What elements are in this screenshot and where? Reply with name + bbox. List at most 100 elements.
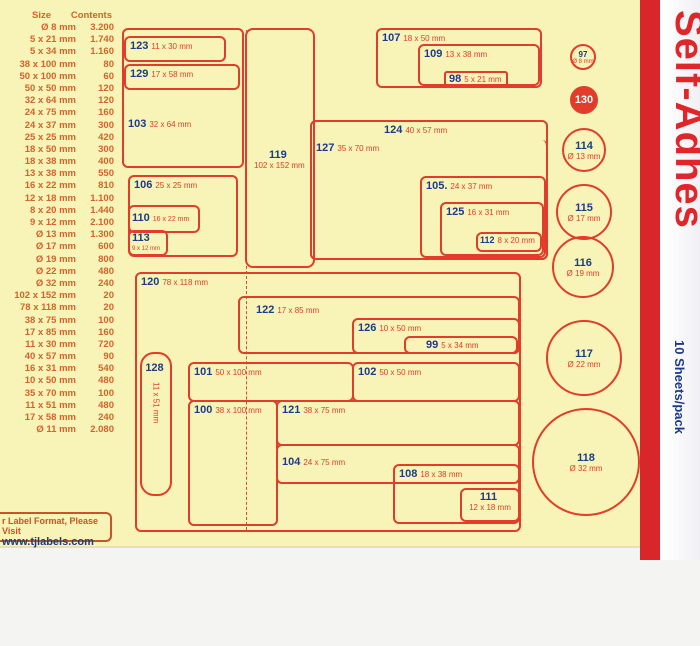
label-130: 130 [570, 86, 598, 114]
row-size: 17 x 85 mm [24, 326, 76, 338]
row-contents: 2.080 [90, 424, 114, 436]
row-contents: 20 [103, 290, 114, 302]
row-size: 24 x 75 mm [24, 107, 76, 119]
row-size: 38 x 100 mm [19, 58, 76, 70]
package-red-band [640, 0, 660, 560]
row-contents: 300 [98, 119, 114, 131]
row-size: Ø 32 mm [35, 277, 76, 289]
table-row: 50 x 100 mm 60 [0, 71, 116, 83]
row-size: 50 x 100 mm [19, 70, 76, 82]
row-contents: 480 [98, 375, 114, 387]
row-contents: 100 [98, 387, 114, 399]
row-contents: 540 [98, 363, 114, 375]
row-size: 11 x 51 mm [25, 399, 76, 411]
contents-header: Contents [70, 10, 112, 21]
row-contents: 1.300 [90, 229, 114, 241]
website-link[interactable]: www.tjlabels.com [2, 536, 94, 548]
row-size: Ø 13 mm [35, 229, 76, 241]
table-row: 38 x 75 mm 100 [0, 315, 116, 327]
table-row: 17 x 85 mm 160 [0, 327, 116, 339]
row-size: Ø 11 mm [36, 424, 76, 436]
row-contents: 240 [98, 277, 114, 289]
row-size: 5 x 21 mm [30, 34, 76, 46]
table-row: 16 x 31 mm 540 [0, 363, 116, 375]
row-contents: 420 [98, 131, 114, 143]
label-119 [245, 28, 315, 268]
row-contents: 550 [98, 168, 114, 180]
row-size: Ø 19 mm [35, 253, 76, 265]
visit-box: r Label Format, Please Visit www.tjlabel… [0, 512, 112, 548]
row-contents: 90 [103, 351, 114, 363]
pack-count: 10 Sheets/pack [672, 340, 687, 434]
row-size: 5 x 34 mm [30, 46, 76, 58]
row-size: 25 x 25 mm [24, 131, 76, 143]
row-contents: 20 [103, 302, 114, 314]
row-size: 16 x 31 mm [24, 363, 76, 375]
row-contents: 120 [98, 82, 114, 94]
table-row: 11 x 51 mm 480 [0, 400, 116, 412]
row-size: 16 x 22 mm [24, 180, 76, 192]
row-contents: 1.100 [90, 192, 114, 204]
row-size: 12 x 18 mm [24, 192, 76, 204]
row-contents: 100 [98, 314, 114, 326]
row-contents: 3.200 [90, 22, 114, 33]
row-size: Ø 17 mm [35, 241, 76, 253]
row-contents: 480 [98, 265, 114, 277]
table-row: 102 x 152 mm 20 [0, 290, 116, 302]
row-contents: 720 [98, 338, 114, 350]
table-row: Ø 13 mm 1.300 [0, 229, 116, 241]
cut-line [246, 30, 247, 530]
row-size: 102 x 152 mm [14, 290, 76, 302]
table-row: 5 x 21 mm 1.740 [0, 34, 116, 46]
row-size: 38 x 75 mm [24, 314, 76, 326]
table-row: 25 x 25 mm 420 [0, 132, 116, 144]
row-contents: 300 [98, 143, 114, 155]
row-contents: 1.740 [90, 34, 114, 46]
table-row: Ø 11 mm 2.080 [0, 424, 116, 436]
row-contents: 810 [98, 180, 114, 192]
table-row: 35 x 70 mm 100 [0, 388, 116, 400]
row-contents: 480 [98, 399, 114, 411]
row-size: 35 x 70 mm [24, 387, 76, 399]
row-size: 18 x 38 mm [24, 156, 76, 168]
row-contents: 60 [103, 70, 114, 82]
row-contents: 160 [98, 326, 114, 338]
row-contents: 120 [98, 95, 114, 107]
row-size: 11 x 30 mm [25, 338, 76, 350]
row-size: 50 x 50 mm [24, 82, 76, 94]
